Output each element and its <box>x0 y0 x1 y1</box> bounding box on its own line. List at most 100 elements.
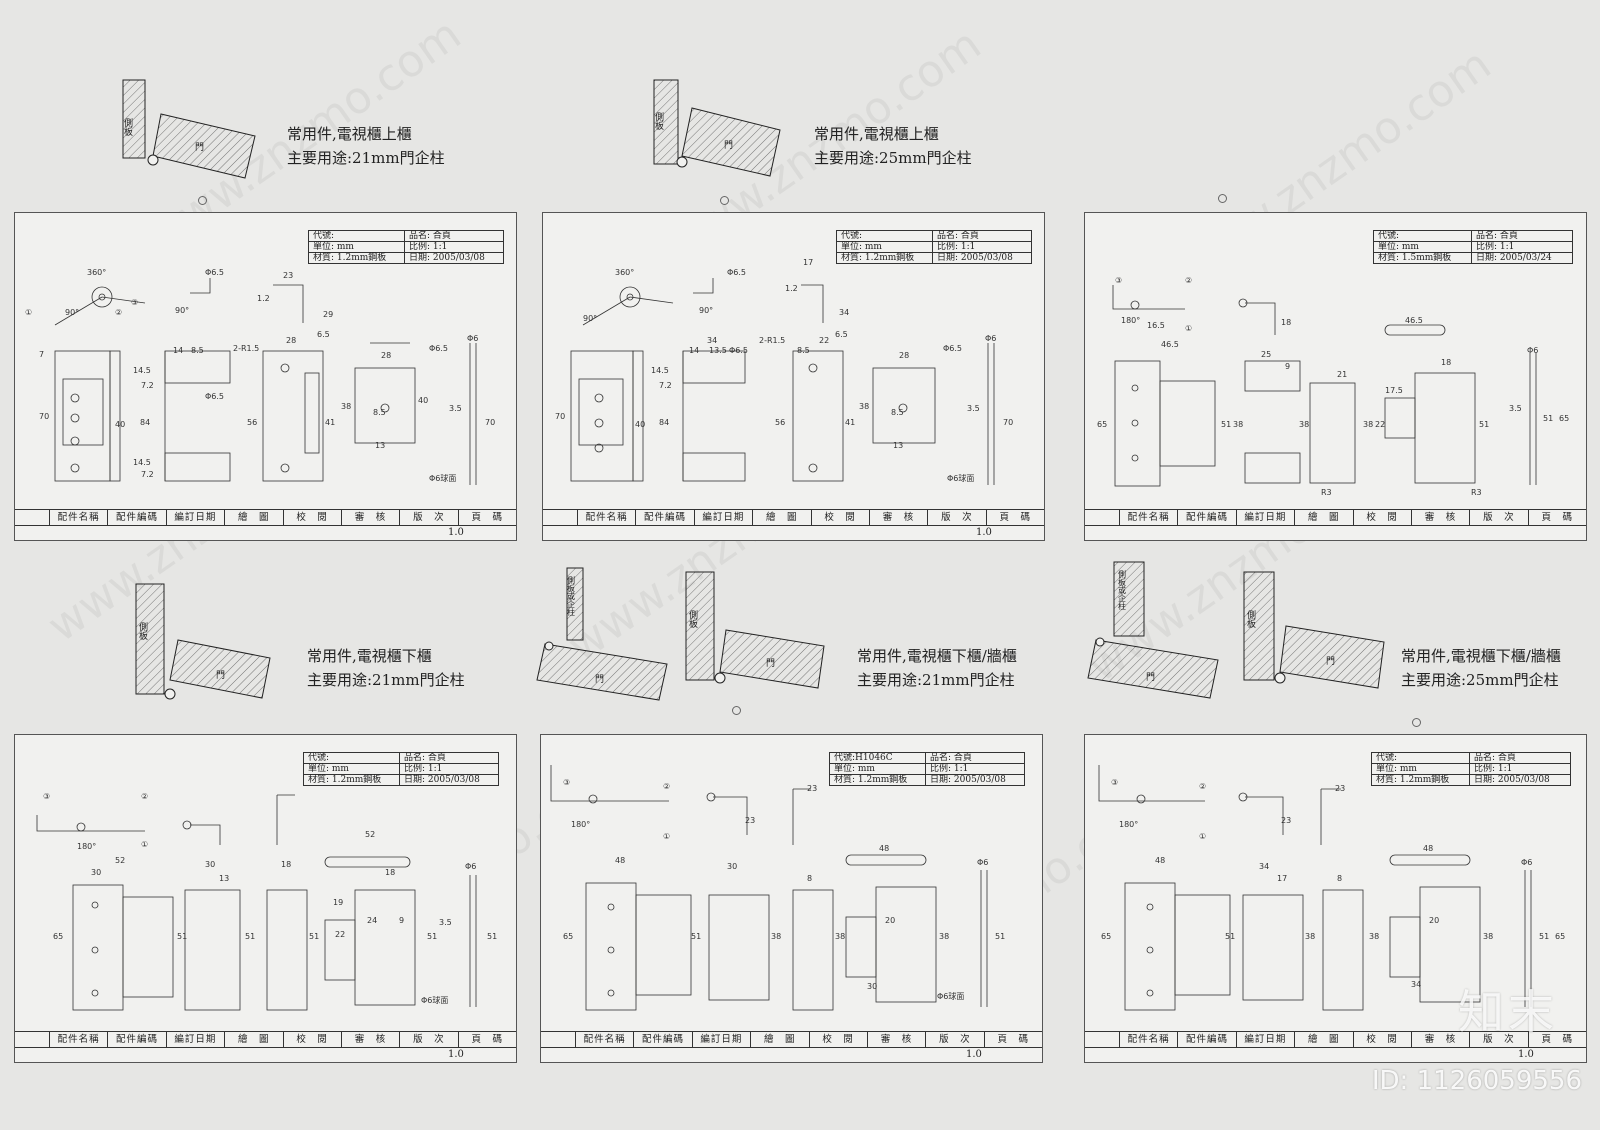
side-panel-label: 側板 <box>122 117 133 137</box>
title-cell: 校 閱 <box>812 510 870 525</box>
dimension-label: 51 <box>1225 932 1235 941</box>
title-cell: 版 次 <box>400 1032 459 1047</box>
dimension-label: 70 <box>1003 418 1013 427</box>
dimension-label: 46.5 <box>1161 340 1179 349</box>
caption-line: 主要用途:25mm門企柱 <box>814 149 972 167</box>
title-cell: 繪 圖 <box>1295 510 1354 525</box>
dimension-label: 28 <box>286 336 296 345</box>
dimension-label: 18 <box>281 860 291 869</box>
dimension-label: 8.5 <box>797 346 810 355</box>
title-cell: 配件名稱 <box>1120 1032 1179 1047</box>
title-cell: 編訂日期 <box>1237 510 1296 525</box>
dimension-label: 38 <box>1233 420 1243 429</box>
assembly-sketch-3: 側板 門 <box>135 583 271 700</box>
dimension-label: 38 <box>835 932 845 941</box>
punch-hole <box>1412 718 1421 727</box>
door-label: 門 <box>195 142 204 153</box>
dimension-label: 16.5 <box>1147 321 1165 330</box>
unit-cell: 單位: mm <box>835 241 934 253</box>
side-panel-label: 側板 <box>653 111 664 131</box>
door-label: 門 <box>766 658 775 669</box>
title-cell: 繪 圖 <box>753 510 812 525</box>
title-cell: 校 閱 <box>1354 510 1412 525</box>
dimension-label: Φ6球面 <box>421 995 448 1005</box>
dimension-label: 56 <box>247 418 257 427</box>
material-cell: 材質: 1.2mm鋼板 <box>307 252 406 264</box>
dimension-label: 65 <box>563 932 573 941</box>
title-cell: 頁 碼 <box>471 512 504 523</box>
dimension-label: 30 <box>205 860 215 869</box>
title-cell: 頁 碼 <box>1541 512 1574 523</box>
title-cell: 審 核 <box>342 1032 401 1047</box>
dimension-label: 51 <box>1543 414 1553 423</box>
title-cell: 校 閱 <box>810 1032 868 1047</box>
caption-line: 常用件,電視櫃下櫃 <box>307 647 432 665</box>
door-label: 門 <box>595 674 604 685</box>
dimension-label: 51 <box>427 932 437 941</box>
title-cell: 編訂日期 <box>693 1032 752 1047</box>
door-label: 門 <box>724 140 733 151</box>
dimension-label: 23 <box>807 784 817 793</box>
dimension-label: 84 <box>659 418 669 427</box>
dimension-label: 1.2 <box>785 284 798 293</box>
dimension-label: 7 <box>39 350 44 359</box>
dimension-label: 7.2 <box>659 381 672 390</box>
title-block: 配件名稱 配件編碼 編訂日期 繪 圖 校 閱 審 核 版 次 頁 碼 <box>1085 509 1586 540</box>
dimension-label: Φ6.5 <box>205 392 224 401</box>
dimension-label: 23 <box>283 271 293 280</box>
scale-cell: 比例: 1:1 <box>1469 763 1571 775</box>
dimension-label: 13 <box>893 441 903 450</box>
title-cell: 配件名稱 <box>578 510 637 525</box>
date-cell: 日期: 2005/03/08 <box>399 774 499 786</box>
dimension-label: 20 <box>1429 916 1439 925</box>
material-cell: 材質: 1.5mm鋼板 <box>1373 252 1472 264</box>
dimension-label: 48 <box>1155 856 1165 865</box>
dimension-label: 9 <box>399 916 404 925</box>
title-block-row: 配件名稱 配件編碼 編訂日期 繪 圖 校 閱 審 核 版 次 頁 碼 <box>1085 1032 1586 1048</box>
dimension-label: 8 <box>1337 874 1342 883</box>
caption-line: 常用件,電視櫃上櫃 <box>287 125 412 143</box>
dimension-label: 24 <box>367 916 377 925</box>
dimension-label: 51 <box>1479 420 1489 429</box>
dimension-label: 23 <box>1335 784 1345 793</box>
dimension-label: 52 <box>365 830 375 839</box>
dimension-label: 38 <box>771 932 781 941</box>
title-cell: 配件名稱 <box>576 1032 635 1047</box>
dimension-label: 84 <box>140 418 150 427</box>
dimension-label: 40 <box>635 420 645 429</box>
material-cell: 材質: 1.2mm鋼板 <box>828 774 927 786</box>
title-block: 配件名稱 配件編碼 編訂日期 繪 圖 校 閱 審 核 版 次 頁 碼 1.0 <box>15 1031 516 1062</box>
dimension-label: 40 <box>115 420 125 429</box>
dimension-label: 48 <box>879 844 889 853</box>
callout-marker: ① <box>141 840 148 849</box>
title-cell: 審 核 <box>1412 510 1471 525</box>
version-value: 1.0 <box>1518 1049 1534 1060</box>
dimension-label: 48 <box>615 856 625 865</box>
dimension-label: 70 <box>555 412 565 421</box>
dimension-label: 8.5 <box>191 346 204 355</box>
scale-cell: 比例: 1:1 <box>404 241 504 253</box>
title-block: 配件名稱 配件編碼 編訂日期 繪 圖 校 閱 審 核 版 次 頁 碼 1.0 <box>1085 1031 1586 1062</box>
title-cell: 版 次 <box>928 510 987 525</box>
dimension-label: Φ6 <box>977 858 988 867</box>
dimension-label: 25 <box>1261 350 1271 359</box>
scale-cell: 比例: 1:1 <box>925 763 1025 775</box>
title-block-row: 配件名稱 配件編碼 編訂日期 繪 圖 校 閱 審 核 版 次 頁 碼 <box>15 510 516 526</box>
date-cell: 日期: 2005/03/24 <box>1471 252 1573 264</box>
dimension-label: 1.2 <box>257 294 270 303</box>
title-cell: 編訂日期 <box>695 510 754 525</box>
dimension-label: Φ6.5 <box>429 344 448 353</box>
dimension-label: 18 <box>1441 358 1451 367</box>
dimension-label: 34 <box>839 308 849 317</box>
name-cell: 品名: 合頁 <box>925 752 1025 764</box>
dimension-label: 180° <box>571 820 590 829</box>
title-cell: 審 核 <box>1412 1032 1471 1047</box>
name-cell: 品名: 合頁 <box>399 752 499 764</box>
dimension-label: 13 <box>375 441 385 450</box>
callout-marker: ③ <box>1115 276 1122 285</box>
caption-1: 常用件,電視櫃上櫃 主要用途:21mm門企柱 <box>287 122 445 170</box>
